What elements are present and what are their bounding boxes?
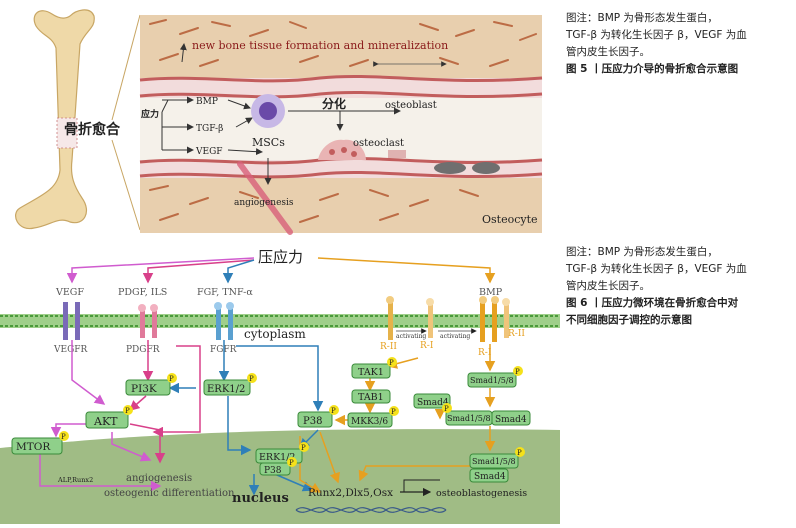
nuclear-p38-label: P38 [264, 466, 282, 476]
p-badge: P [61, 433, 66, 441]
smad4-label-b: Smad4 [495, 415, 527, 425]
r2-right-label: R-II [508, 329, 525, 339]
osteoclast-label: osteoclast [353, 138, 404, 149]
nucleus-label: nucleus [232, 491, 289, 506]
msc-cell-illustration [251, 94, 285, 128]
pdgf-ligand-label: PDGF, ILS [118, 287, 167, 298]
figure-5: 骨折愈合 new bone tissue formation and miner… [0, 0, 560, 236]
p-badge: P [517, 449, 522, 457]
figure-6: 压应力 VEGF PDGF, ILS FGF, TNF-α BMP VEGFR … [0, 240, 560, 524]
pdgf-receptor [138, 304, 158, 338]
femur-bone-illustration [15, 9, 95, 230]
osteoblastogenesis-label: osteoblastogenesis [436, 488, 527, 499]
smad-complex-b: Smad1/5/8 P Smad4 [442, 403, 531, 426]
bmp-receptors [386, 296, 510, 342]
p38-node: P38 P [297, 405, 339, 428]
nuclear-erk-p38-node: ERK1/2 P P38 P [255, 442, 309, 476]
figure-5-svg: 骨折愈合 new bone tissue formation and miner… [15, 9, 543, 235]
akt-node: AKT P [85, 405, 133, 429]
smad4-node-a: Smad4 [413, 393, 451, 409]
pi3k-node: PI3K P [125, 373, 177, 396]
cell-membrane [0, 314, 560, 328]
p38-label: P38 [303, 416, 322, 427]
differentiation-label: 分化 [322, 96, 346, 111]
p-badge: P [444, 405, 449, 413]
nuclear-erk-label: ERK1/2 [259, 452, 295, 463]
p-badge: P [125, 407, 130, 415]
r2-left-label: R-II [380, 342, 397, 352]
bone-healing-label: 骨折愈合 [64, 121, 121, 138]
fgf-receptor [214, 302, 234, 340]
runx-dlx-osx-label: Runx2,Dlx5,Osx [308, 487, 393, 499]
caption-6-title-1: 图 6 丨压应力微环境在骨折愈合中对 [566, 297, 739, 309]
compressive-stress-title: 压应力 [258, 248, 303, 266]
figure-6-caption: 图注：BMP 为骨形态发生蛋白， TGF-β 为转化生长因子 β，VEGF 为血… [566, 244, 792, 329]
fgf-ligand-label: FGF, TNF-α [197, 287, 253, 298]
smad4-label-a: Smad4 [417, 398, 449, 408]
p-badge: P [331, 407, 336, 415]
p-badge: P [301, 444, 306, 452]
tab1-label: TAB1 [358, 392, 384, 403]
caption-6-note-3: 管内皮生长因子。 [566, 280, 650, 292]
r1-left-label: R-I [420, 341, 434, 351]
p-badge: P [391, 408, 396, 416]
osteogenic-differentiation-label: osteogenic differentiation [104, 488, 235, 499]
vegf-receptor [63, 302, 80, 340]
smad158-label-a: Smad1/5/8 [470, 376, 514, 385]
p-badge: P [249, 375, 254, 383]
p-badge: P [389, 359, 394, 367]
akt-label: AKT [93, 415, 118, 428]
smad158-node-a: Smad1/5/8 P [467, 366, 523, 388]
caption-6-title-2: 不同细胞因子调控的示意图 [566, 314, 692, 326]
tak1-label: TAK1 [358, 367, 384, 378]
pi3k-label: PI3K [131, 383, 157, 395]
smad-complex-c: Smad1/5/8 P Smad4 [469, 447, 525, 483]
new-bone-formation-label: new bone tissue formation and mineraliza… [192, 39, 448, 52]
caption-6-note-2: TGF-β 为转化生长因子 β，VEGF 为血 [566, 263, 747, 275]
mkk-node: MKK3/6 P [347, 406, 399, 428]
activating-label-1: activating [396, 333, 426, 340]
cytoplasm-label: cytoplasm [244, 327, 306, 341]
pdgfr-label: PDGFR [126, 345, 160, 355]
smad4-label-c: Smad4 [474, 472, 506, 482]
tab1-node: TAB1 [351, 389, 391, 404]
osteoclast-illustration [318, 139, 366, 160]
factor-bmp: BMP [196, 97, 218, 107]
mtor-node: MTOR P [11, 431, 69, 455]
alp-runx2-label: ALP,Runx2 [57, 476, 93, 484]
caption-6-note-1: 图注：BMP 为骨形态发生蛋白， [566, 246, 718, 258]
p-badge: P [289, 459, 294, 467]
factor-tgf-beta: TGF-β [196, 124, 223, 134]
tak1-node: TAK1 P [351, 357, 397, 379]
factor-vegf: VEGF [195, 147, 223, 157]
msc-label: MSCs [252, 136, 285, 149]
figure-5-caption: 图注：BMP 为骨形态发生蛋白， TGF-β 为转化生长因子 β，VEGF 为血… [566, 10, 792, 78]
stress-label: 应力 [141, 108, 159, 120]
r1-right-label: R-I [478, 348, 492, 358]
erk-label: ERK1/2 [207, 384, 245, 395]
osteocyte-label: Osteocyte [482, 213, 538, 226]
caption-5-title: 图 5 丨压应力介导的骨折愈合示意图 [566, 63, 739, 75]
erk-node: ERK1/2 P [203, 373, 257, 396]
osteoblast-label: osteoblast [385, 100, 437, 111]
caption-5-note-1: 图注：BMP 为骨形态发生蛋白， [566, 12, 718, 24]
mkk-label: MKK3/6 [351, 417, 388, 427]
caption-5-note-3: 管内皮生长因子。 [566, 46, 650, 58]
angiogenesis-outcome-label: angiogenesis [126, 473, 192, 484]
angiogenesis-label: angiogenesis [234, 198, 294, 208]
smad158-label-c: Smad1/5/8 [472, 457, 516, 466]
figure-6-svg: 压应力 VEGF PDGF, ILS FGF, TNF-α BMP VEGFR … [0, 248, 560, 524]
vegf-ligand-label: VEGF [55, 287, 84, 298]
bmp-ligand-label: BMP [479, 287, 503, 298]
p-badge: P [169, 375, 174, 383]
mtor-label: MTOR [16, 441, 51, 453]
p-badge: P [515, 368, 520, 376]
caption-5-note-2: TGF-β 为转化生长因子 β，VEGF 为血 [566, 29, 747, 41]
vegfr-label: VEGFR [53, 345, 88, 355]
smad158-label-b: Smad1/5/8 [447, 414, 491, 423]
dna-strand [295, 507, 447, 513]
activating-label-2: activating [440, 333, 470, 340]
